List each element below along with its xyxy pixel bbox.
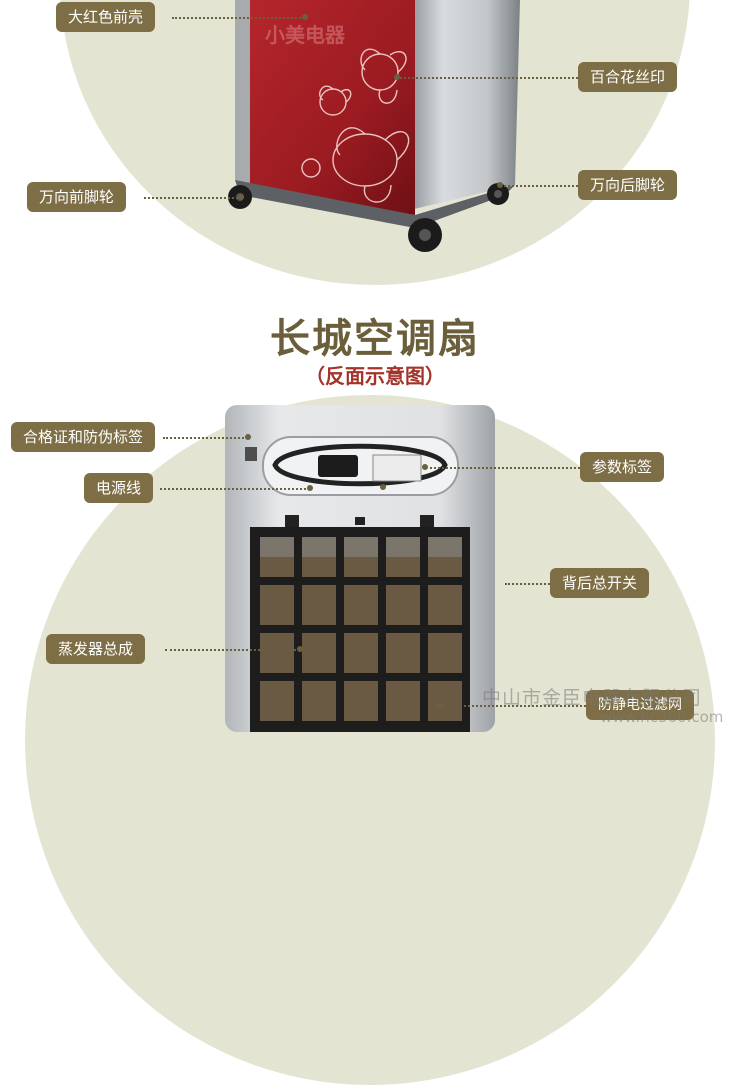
product-back-image bbox=[225, 405, 495, 732]
leader-dot-rear-caster bbox=[497, 182, 503, 188]
label-back-switch: 背后总开关 bbox=[550, 568, 650, 598]
leader-power-cord bbox=[160, 488, 310, 490]
label-lily-print: 百合花丝印 bbox=[578, 62, 678, 92]
leader-dot-evaporator bbox=[297, 646, 303, 652]
product-front-image: 小美电器 bbox=[228, 0, 520, 252]
leader-lily-print bbox=[397, 77, 578, 79]
label-front-caster: 万向前脚轮 bbox=[27, 182, 127, 212]
leader-front-shell bbox=[172, 17, 305, 19]
label-rear-caster: 万向后脚轮 bbox=[578, 170, 678, 200]
leader-dot-front-caster bbox=[238, 194, 244, 200]
leader-front-caster bbox=[144, 197, 242, 199]
label-certificate: 合格证和防伪标签 bbox=[11, 422, 156, 452]
page-subtitle: （反面示意图） bbox=[305, 364, 445, 388]
label-power-cord: 电源线 bbox=[84, 473, 154, 503]
leader-dot-lily-print bbox=[394, 74, 400, 80]
leader-certificate bbox=[163, 437, 248, 439]
label-front-shell: 大红色前壳 bbox=[56, 2, 156, 32]
leader-dot-power-cord bbox=[307, 485, 313, 491]
leader-back-switch bbox=[505, 583, 550, 585]
leader-dot-filter bbox=[437, 702, 443, 708]
page-title: 长城空调扇 bbox=[270, 316, 480, 362]
label-param-label: 参数标签 bbox=[580, 452, 665, 482]
leader-dot-certificate bbox=[245, 434, 251, 440]
leader-evaporator bbox=[165, 649, 300, 651]
leader-dot-front-shell bbox=[302, 14, 308, 20]
svg-text:小美电器: 小美电器 bbox=[265, 23, 346, 47]
leader-filter bbox=[440, 705, 586, 707]
label-filter: 防静电过滤网 bbox=[586, 690, 694, 720]
watermark-company: 中山市金臣电器有限公司 bbox=[482, 687, 703, 709]
leader-rear-caster bbox=[500, 185, 578, 187]
leader-dot-param-label bbox=[422, 464, 428, 470]
watermark-site: www.hc360.com bbox=[600, 708, 724, 726]
label-evaporator: 蒸发器总成 bbox=[46, 634, 146, 664]
leader-dot-back-switch bbox=[380, 484, 386, 490]
leader-param-label bbox=[425, 467, 580, 469]
